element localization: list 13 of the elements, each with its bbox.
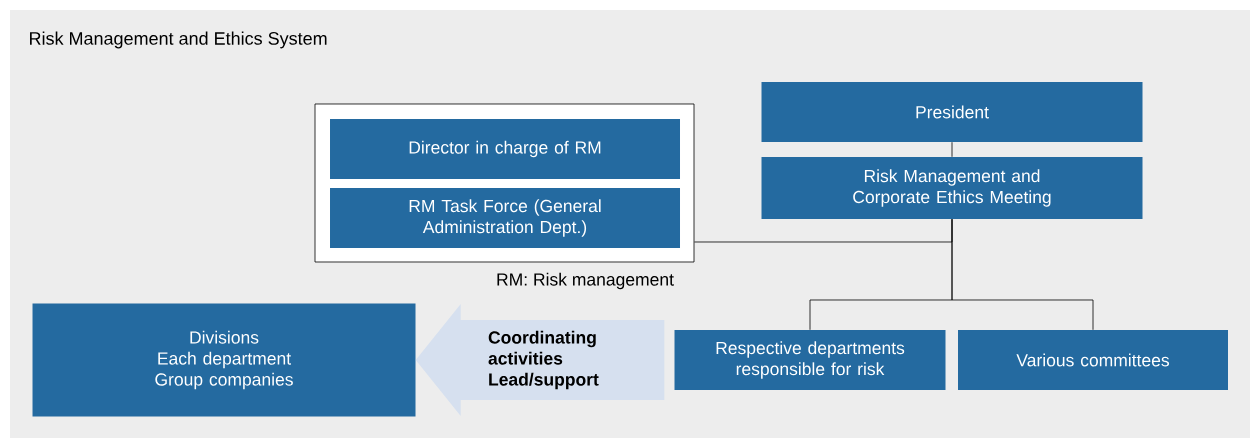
process-box: Risk Management and Corporate Ethics Meeting	[761, 157, 1143, 219]
edge-label: Coordinating activities Lead/support	[488, 330, 599, 390]
diagram-title: Risk Management and Ethics System	[30, 31, 327, 49]
process-box: Various committees	[958, 330, 1228, 390]
connector-line	[951, 218, 1094, 331]
process-box: Respective departments responsible for risk	[674, 330, 946, 390]
note-text: RM: Risk management	[497, 272, 674, 290]
process-box: RM Task Force (General Administration Dept.)	[330, 188, 680, 248]
connector-line	[951, 141, 953, 158]
process-box: Director in charge of RM	[330, 119, 680, 179]
process-box: President	[761, 82, 1143, 142]
block-arrow	[415, 304, 665, 416]
process-box: Divisions Each department Group companies	[32, 303, 416, 417]
